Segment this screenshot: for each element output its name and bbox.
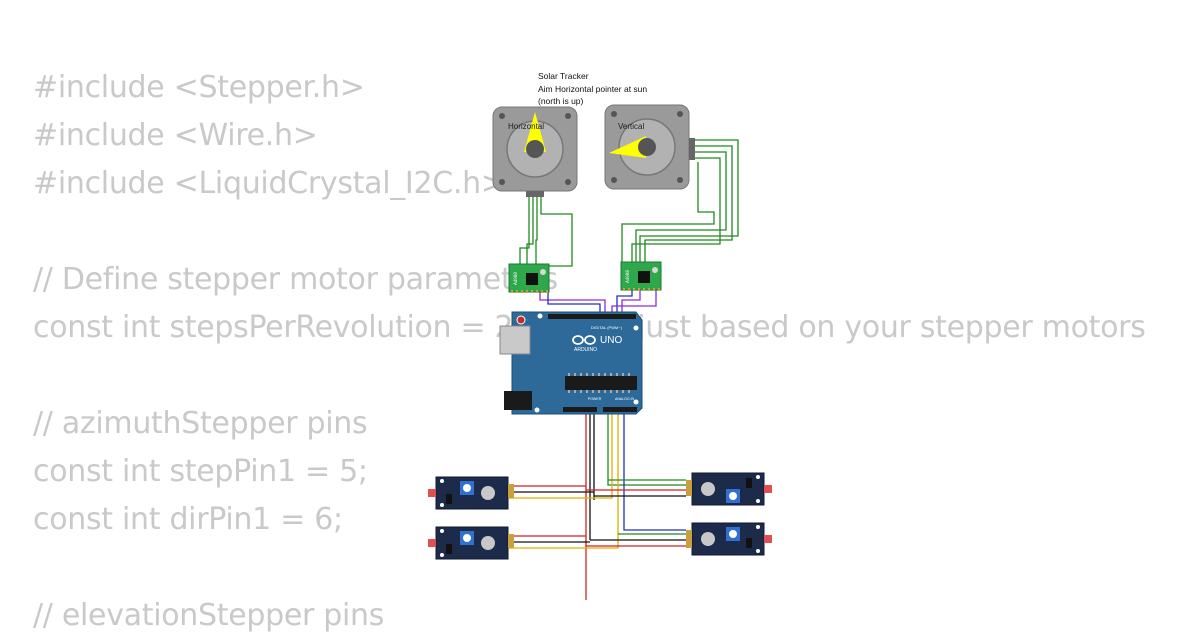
code-line: // Define stepper motor parameters [33,262,558,297]
arduino-model: UNO [600,335,622,346]
note-title: Solar Tracker [538,71,589,81]
ldr-sensor-top-left[interactable] [428,476,514,510]
power-header-label: POWER [588,397,602,401]
pointer-vertical [609,136,646,158]
motor-label-vertical: Vertical [618,122,644,131]
code-line: // elevationStepper pins [33,598,385,633]
motor-label-horizontal: Horizontal [508,122,544,131]
stepper-driver-right[interactable]: A4988 [620,261,662,291]
ldr-sensor-bottom-right[interactable] [686,522,772,556]
code-background: #include <Stepper.h> #include <Wire.h> #in… [33,64,1146,640]
arduino-logo-icon [572,335,596,345]
code-line: // azimuthStepper pins [33,406,368,441]
wire-yellow-a1 [508,412,619,549]
code-line: #include <Wire.h> [33,118,318,153]
wire-driver-left-purple [539,292,606,318]
diagram-note: Solar Tracker Aim Horizontal pointer at … [538,70,647,108]
wire-bundle-vertical [621,139,739,262]
wires [508,139,739,600]
wire-bundle-horizontal [519,192,573,267]
ldr-sensor-bottom-left[interactable] [428,526,514,560]
code-line: #include <Stepper.h> [33,70,365,105]
code-line: #include <LiquidCrystal_I2C.h> [33,166,506,201]
driver-label: A4988 [625,270,630,283]
wire-driver-left-blue [547,292,601,318]
stepper-driver-left[interactable]: A4988 [508,263,550,293]
driver-label: A4988 [513,272,518,285]
analog-header-label: ANALOG IN [615,397,635,401]
wire-blue-a2 [623,412,686,531]
code-line: const int stepPin1 = 5; [33,454,368,489]
note-instruction: Aim Horizontal pointer at sun [538,83,648,94]
ldr-sensor-top-right[interactable] [686,472,772,506]
code-line: const int dirPin1 = 6; [33,502,343,537]
note-orientation: (north is up) [538,96,584,106]
wire-orange-a3 [508,412,613,499]
arduino-uno[interactable]: UNO ARDUINO DIGITAL (PWM~) POWER ANALOG … [499,311,643,415]
digital-header-label: DIGITAL (PWM~) [591,325,623,330]
stepper-motor-horizontal[interactable] [492,106,578,197]
wire-driver-right-purple [621,290,641,318]
arduino-brand: ARDUINO [574,347,597,353]
stepper-motor-vertical[interactable] [604,104,695,190]
wire-driver-right-blue [616,290,633,318]
wire-green-a0 [607,412,686,486]
